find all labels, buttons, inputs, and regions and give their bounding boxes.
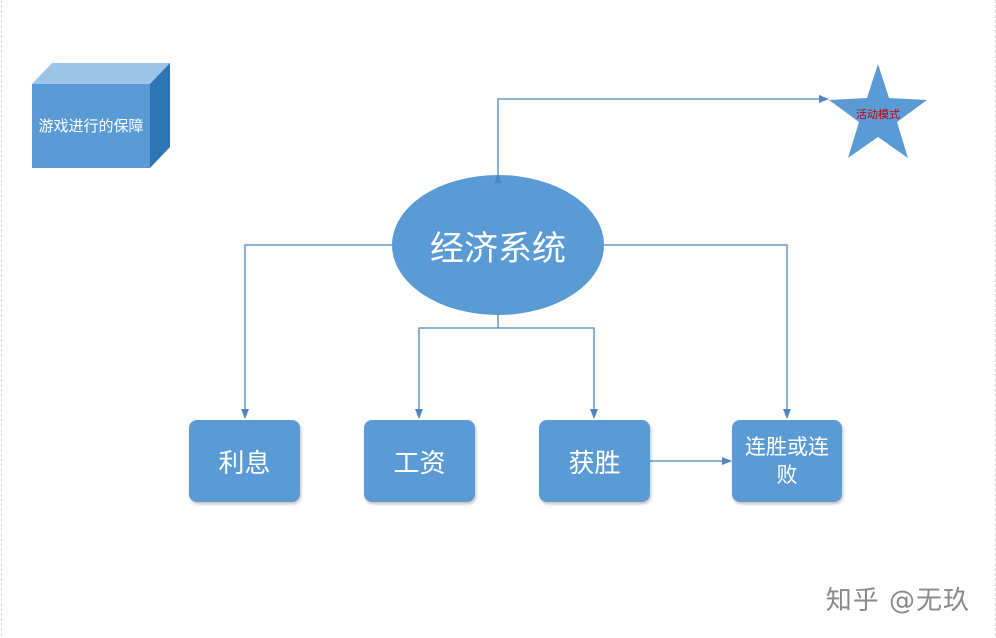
center-label: 经济系统 <box>430 228 566 269</box>
star-shape[interactable] <box>829 64 927 158</box>
watermark: 知乎 @无玖 <box>825 586 970 616</box>
connector-wage <box>415 314 499 419</box>
cube-label: 游戏进行的保障 <box>38 117 144 135</box>
cube-shape[interactable] <box>32 63 170 168</box>
node-interest[interactable]: 利息 <box>189 420 300 502</box>
center-ellipse[interactable] <box>392 175 604 315</box>
node-wage[interactable]: 工资 <box>364 420 475 502</box>
connector-interest <box>241 244 392 419</box>
node-streak[interactable]: 连胜或连败 <box>732 420 842 502</box>
connectors <box>241 95 829 465</box>
connector-streak <box>604 244 791 419</box>
node-win[interactable]: 获胜 <box>539 420 650 502</box>
star-label: 活动模式 <box>856 108 900 121</box>
connector-win <box>498 327 598 419</box>
connector-star <box>494 95 829 183</box>
